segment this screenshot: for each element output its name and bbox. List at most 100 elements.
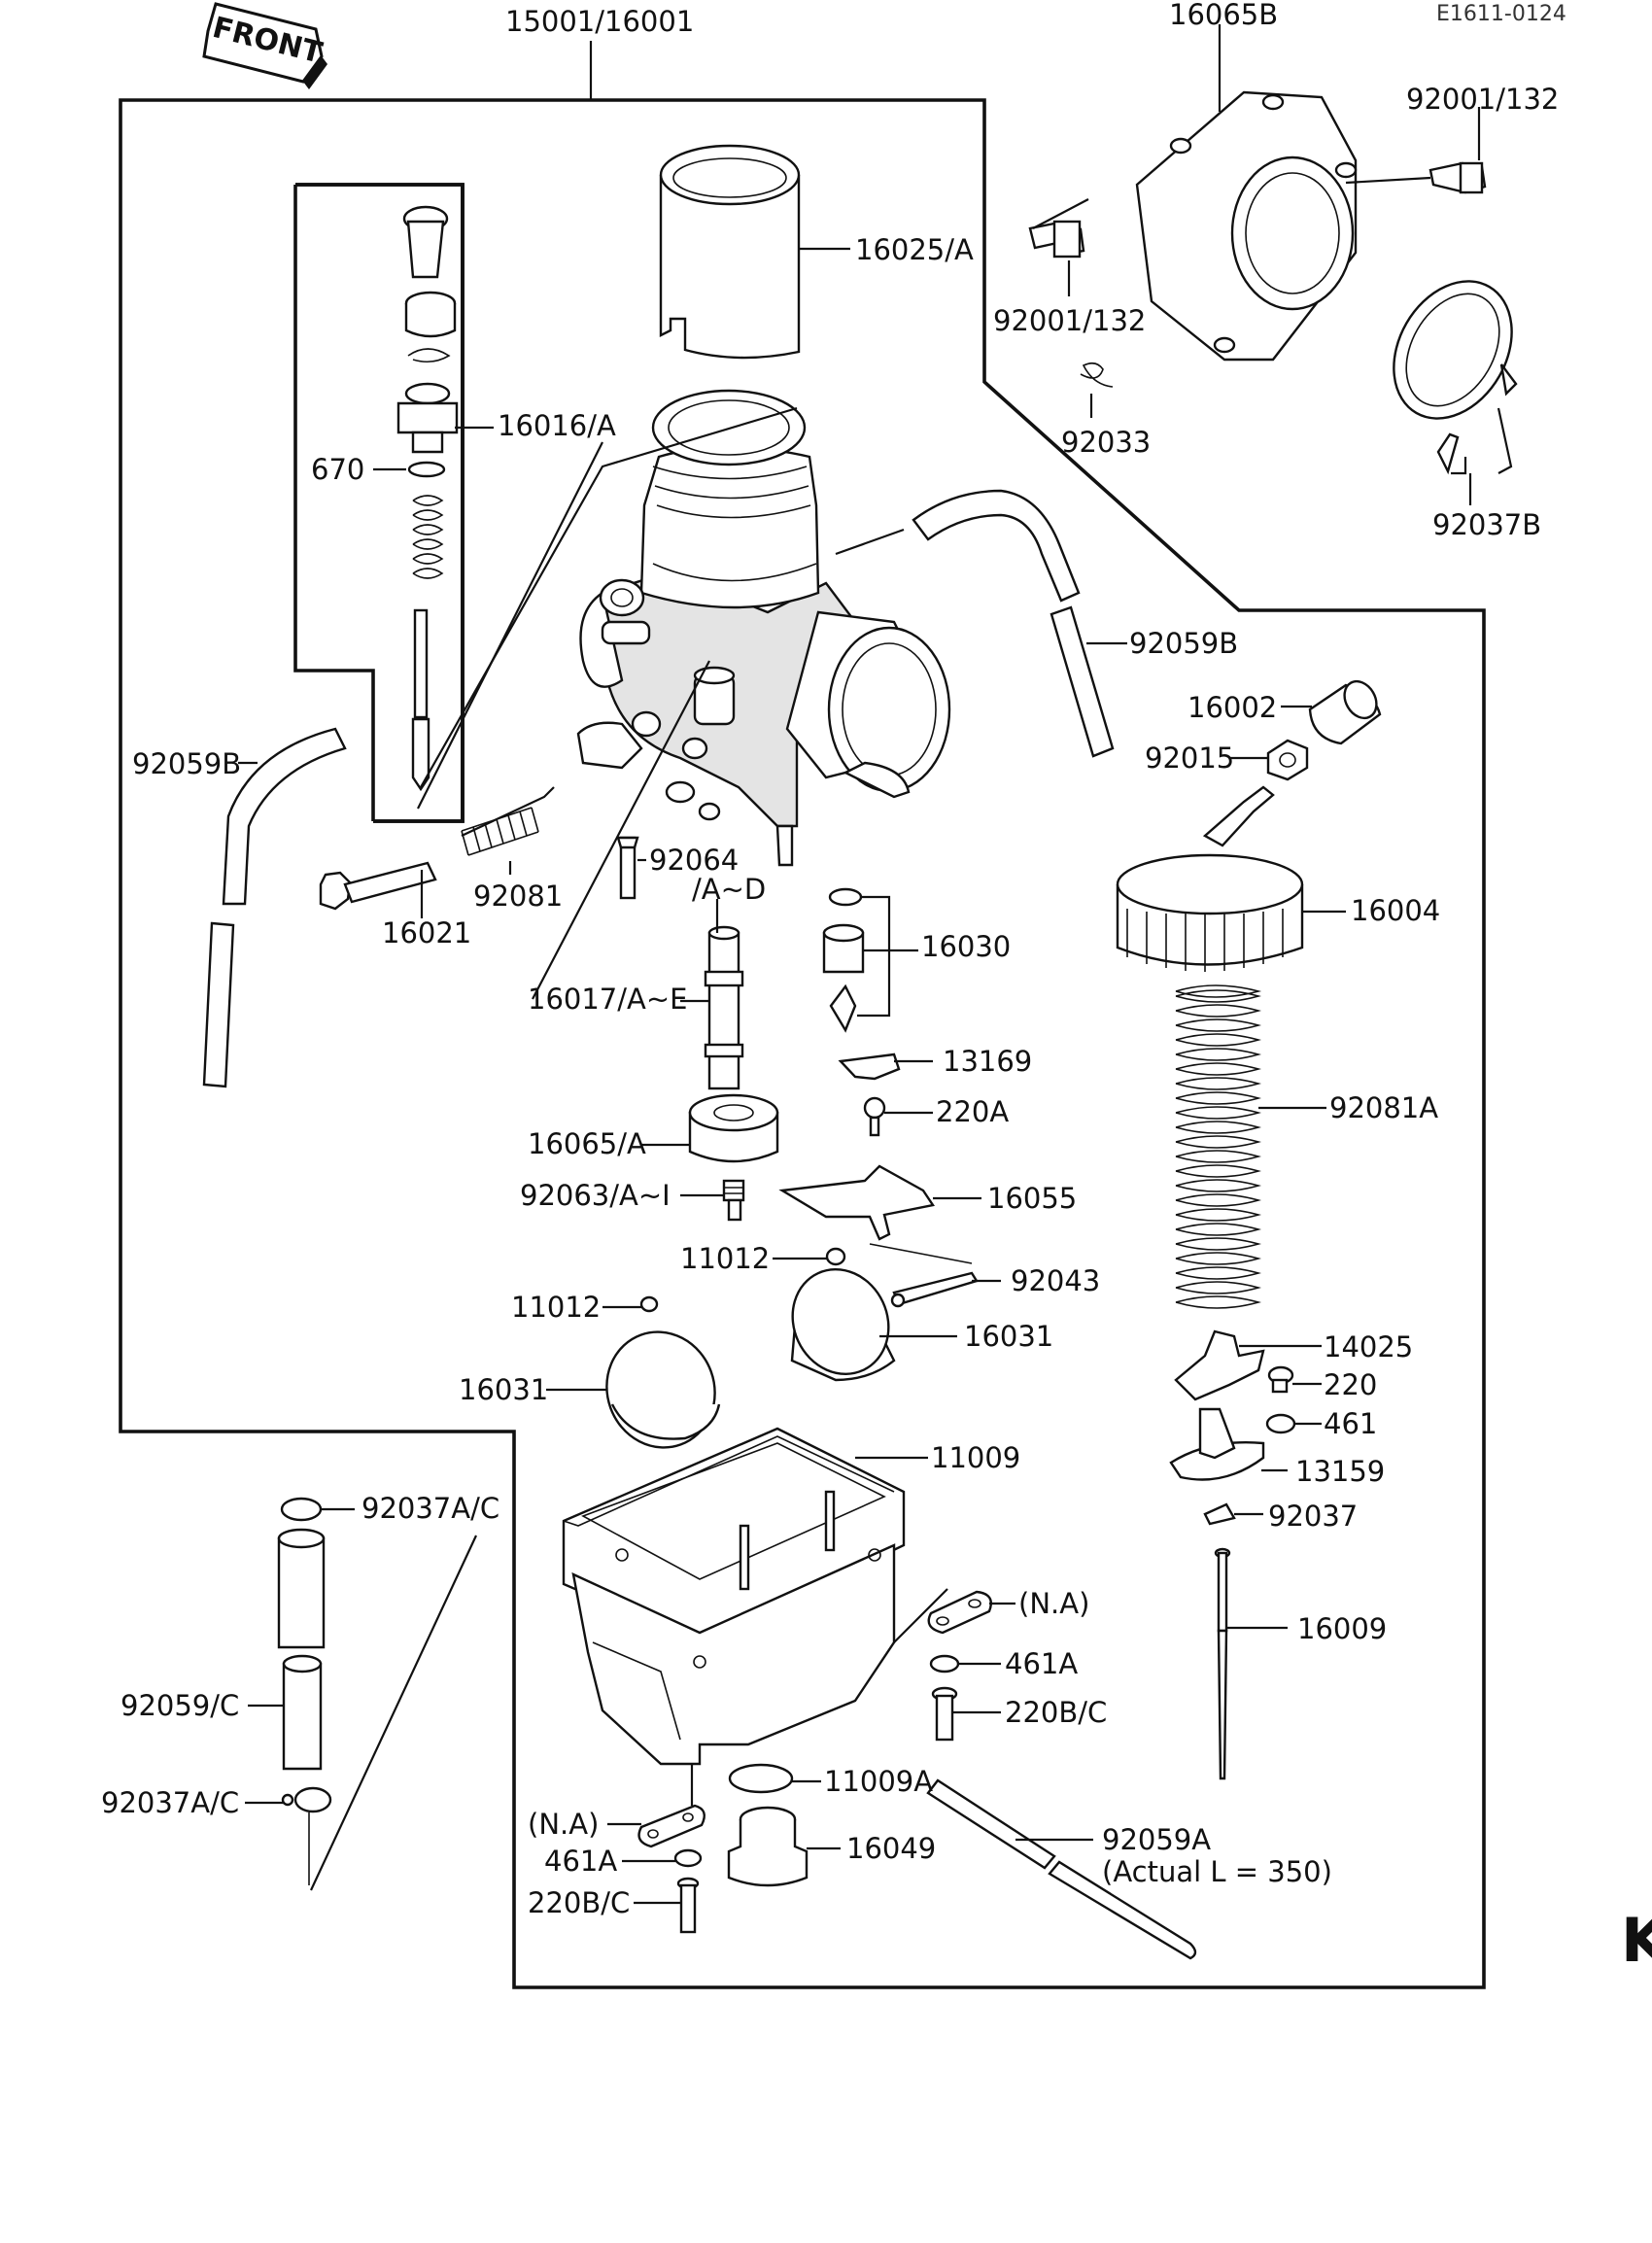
label-16031-left: 16031: [459, 1373, 548, 1406]
label-92059b-right: 92059B: [1129, 627, 1238, 660]
na-bracket-left: [637, 1804, 706, 1848]
jet-holder-ring: [688, 1093, 779, 1163]
corner-mark: K: [1621, 1905, 1652, 1976]
jet-needle: [1214, 1547, 1231, 1780]
spring-coil: [1175, 1179, 1261, 1192]
overflow-clip-top: [280, 1497, 323, 1522]
flange-bolt-mid: [1028, 220, 1085, 259]
label-92063: 92063/A~I: [520, 1179, 671, 1212]
label-16016a: 16016/A: [498, 409, 616, 442]
pilot-screw-box-left: [293, 185, 375, 821]
pilot-nut: [396, 382, 459, 454]
screw-220: [1267, 1365, 1294, 1394]
label-92037b: 92037B: [1432, 508, 1541, 541]
label-92015: 92015: [1145, 742, 1234, 775]
spring-coil: [1175, 1193, 1261, 1207]
spring-coil: [1175, 1266, 1261, 1280]
needle-retainer: [1174, 1329, 1265, 1401]
main-jet: [722, 1179, 745, 1222]
label-670: 670: [311, 453, 364, 486]
spring-coil: [1175, 1121, 1261, 1134]
spring-coil: [1175, 1018, 1261, 1032]
label-16009: 16009: [1297, 1612, 1387, 1645]
flange-bolt-top: [1428, 161, 1487, 194]
label-220bc-left: 220B/C: [528, 1886, 630, 1919]
float-left: [605, 1330, 721, 1449]
bolt-220bc-right: [931, 1686, 958, 1742]
label-92064: 92064: [649, 844, 739, 877]
spring-coil: [1175, 1033, 1261, 1047]
overflow-clip-bottom: [281, 1786, 332, 1813]
label-92081: 92081: [473, 880, 563, 913]
label-461a-left: 461A: [544, 1845, 617, 1878]
spring-coil: [1175, 1164, 1261, 1178]
label-na-right: (N.A): [1018, 1587, 1089, 1620]
spring-coil: [1175, 1150, 1261, 1163]
label-92037: 92037: [1268, 1500, 1358, 1533]
bowl-gasket: [563, 1435, 895, 1527]
spring-coil: [1175, 1004, 1261, 1018]
label-16004: 16004: [1351, 894, 1440, 927]
washer-461a-left: [673, 1848, 703, 1868]
label-92059a: 92059A: [1102, 1823, 1211, 1856]
drawing-code: E1611-0124: [1436, 2, 1566, 26]
needle-jet: [704, 925, 744, 1090]
spring-coil: [1175, 1048, 1261, 1061]
spring-coil: [1175, 1091, 1261, 1105]
bolt-220bc-left: [676, 1877, 700, 1934]
spring-coil: [1175, 1223, 1261, 1236]
float-valve: [822, 887, 865, 1033]
label-11009: 11009: [931, 1441, 1020, 1474]
overflow-hose-92059c: [277, 1528, 326, 1771]
label-92001-top: 92001/132: [1406, 83, 1559, 116]
spring-coil: [1175, 1208, 1261, 1222]
washer-461: [1265, 1413, 1296, 1434]
label-220a: 220A: [936, 1095, 1009, 1128]
clip-92037: [1203, 1502, 1236, 1526]
label-92001-mid: 92001/132: [993, 304, 1146, 337]
drain-gasket: [728, 1763, 794, 1794]
float-arm: [838, 1052, 901, 1081]
intake-flange: [1135, 90, 1358, 362]
label-16065b: 16065B: [1169, 0, 1278, 31]
pilot-jet: [616, 836, 639, 900]
label-16021: 16021: [382, 916, 471, 949]
spring-coil: [1175, 1252, 1261, 1265]
label-16055: 16055: [987, 1182, 1077, 1215]
label-15001: 15001/16001: [505, 5, 694, 38]
retaining-clip: [1080, 362, 1114, 388]
label-92037a-c-bot: 92037A/C: [101, 1786, 239, 1819]
label-16017: 16017/A~E: [528, 983, 687, 1016]
spring-coil: [1175, 1062, 1261, 1076]
label-92059a-note: (Actual L = 350): [1102, 1855, 1332, 1888]
label-na-left: (N.A): [528, 1808, 599, 1841]
hose-clamp-band: [1393, 280, 1518, 420]
label-16002: 16002: [1187, 691, 1277, 724]
throttle-slide: [659, 144, 801, 360]
spring-coil: [1175, 1135, 1261, 1149]
spring-coil: [1175, 989, 1261, 1003]
locknut-92015: [1266, 739, 1309, 781]
pilot-seal: [404, 291, 457, 338]
label-16031-right: 16031: [964, 1320, 1053, 1353]
carb-top-cap: [1116, 785, 1304, 972]
label-11012-b: 11012: [511, 1291, 601, 1324]
main-assembly-boundary: [119, 98, 1486, 1989]
label-11009a: 11009A: [824, 1765, 933, 1798]
needle-holder-plate: [1169, 1407, 1265, 1481]
label-16030: 16030: [921, 930, 1011, 963]
drain-hose: [926, 1778, 1197, 1960]
idle-adjust-screw: [319, 861, 437, 911]
label-92081a: 92081A: [1329, 1091, 1438, 1124]
cable-adjuster-cap: [1308, 679, 1382, 745]
drain-plug: [727, 1806, 809, 1887]
throttle-return-spring: [1175, 984, 1262, 1309]
label-16065a: 16065/A: [528, 1127, 646, 1160]
float-right: [790, 1267, 896, 1382]
seal-ball-11012-a: [825, 1247, 846, 1266]
washer-461a-right: [929, 1654, 960, 1674]
label-14025: 14025: [1324, 1330, 1413, 1363]
label-16025a: 16025/A: [855, 233, 974, 266]
float-pin: [890, 1271, 979, 1308]
